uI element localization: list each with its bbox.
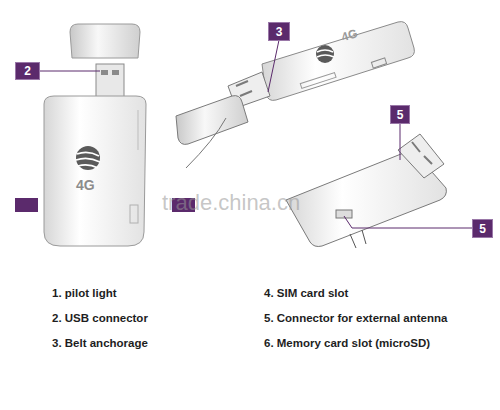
- key-item: 1. pilot light: [52, 287, 117, 300]
- callout-box: 3: [268, 22, 290, 41]
- left-dongle: [44, 24, 146, 246]
- key-item: 3. Belt anchorage: [52, 337, 148, 350]
- key-item: 6. Memory card slot (microSD): [264, 337, 430, 350]
- key-item: 5. Connector for external antenna: [264, 312, 447, 325]
- key-item: 4. SIM card slot: [264, 287, 348, 300]
- callout-number: 2: [24, 65, 31, 77]
- watermark: trade.china.cn: [162, 191, 300, 215]
- callout-marker: [15, 198, 38, 212]
- callout-number: 5: [397, 109, 404, 121]
- key-item: 2. USB connector: [52, 312, 148, 325]
- product-marking: 4G: [76, 178, 95, 193]
- callout-box: 2: [15, 62, 40, 80]
- callout-number: 3: [276, 26, 283, 38]
- leader-lines: [40, 40, 472, 228]
- callout-number: 5: [479, 223, 486, 235]
- bottom-dongle: [286, 134, 446, 248]
- callout-box: 5: [390, 105, 410, 124]
- top-dongle: [176, 22, 414, 168]
- callout-box: 5: [472, 219, 493, 238]
